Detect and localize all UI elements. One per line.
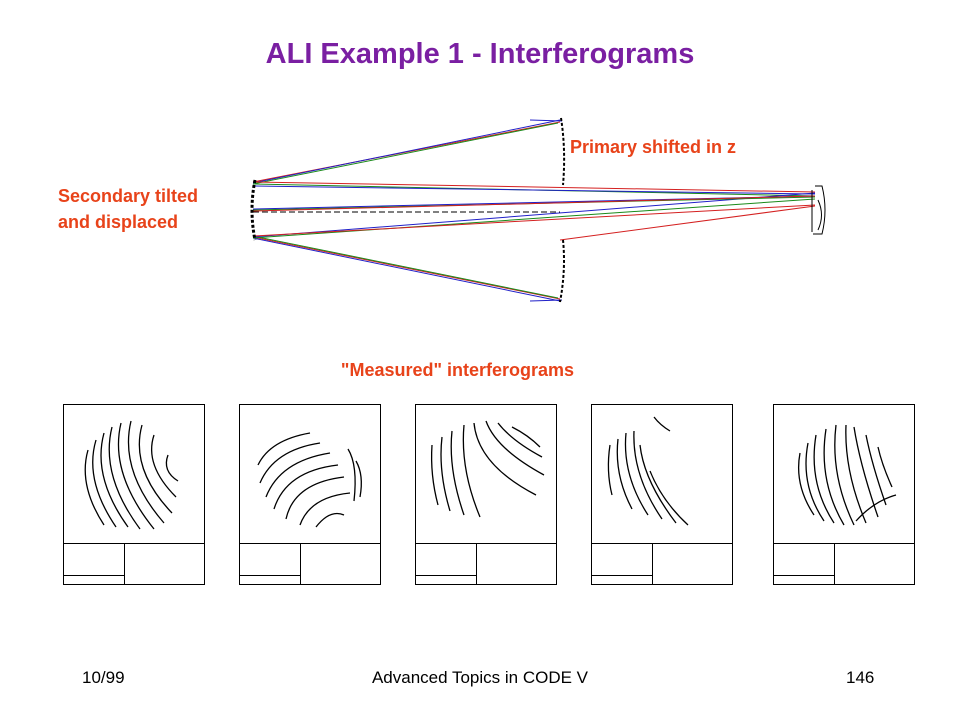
interferogram-panel-5 — [773, 404, 915, 585]
secondary-tilted-callout: Secondary tilted and displaced — [58, 183, 198, 235]
fringe-pattern-2 — [257, 432, 362, 528]
footer-date: 10/99 — [82, 668, 125, 687]
slide-title: ALI Example 1 - Interferograms — [265, 38, 695, 70]
interferogram-panel-1 — [63, 404, 205, 585]
panel-info-box-4 — [592, 543, 732, 585]
fringe-pattern-5 — [797, 424, 897, 526]
fringe-pattern-1 — [84, 420, 179, 530]
fringe-pattern-4 — [607, 416, 689, 526]
footer-page-number: 146 — [846, 668, 875, 687]
interferogram-panel-3 — [415, 404, 557, 585]
panel-info-box-2 — [240, 543, 380, 585]
interferogram-panel-2 — [239, 404, 381, 585]
fringe-pattern-3 — [430, 420, 545, 518]
interferogram-panel-4 — [591, 404, 733, 585]
panel-info-box-3 — [416, 543, 556, 585]
measured-interferograms-label: "Measured" interferograms — [340, 360, 575, 380]
secondary-callout-line2: and displaced — [58, 212, 179, 232]
footer-course: Advanced Topics in CODE V — [371, 668, 589, 687]
secondary-callout-line1: Secondary tilted — [58, 186, 199, 206]
panel-info-box-5 — [774, 543, 914, 585]
optical-layout-diagram — [250, 117, 826, 303]
primary-shifted-callout: Primary shifted in z — [570, 137, 737, 157]
panel-info-box-1 — [64, 543, 204, 585]
